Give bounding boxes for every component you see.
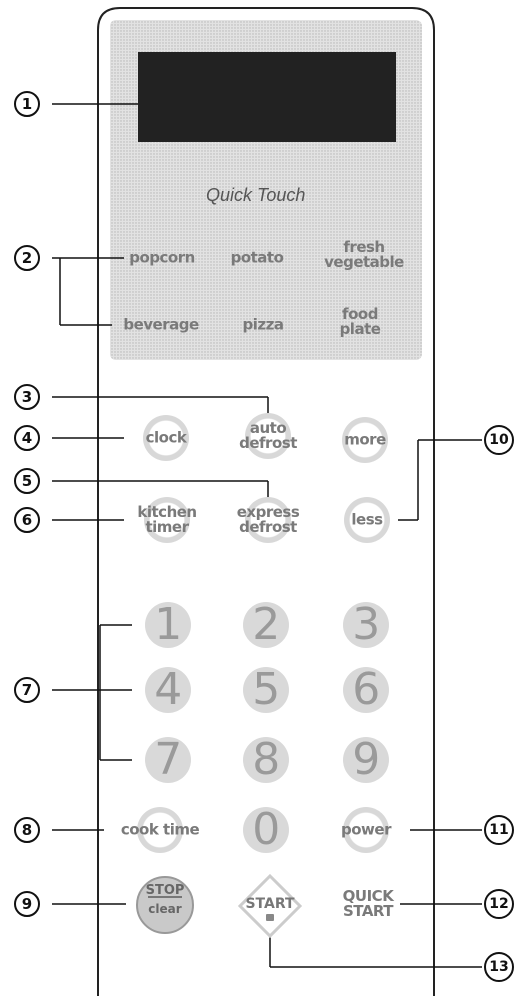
callout-7: 7 [14,677,40,703]
cook-time-button-bg [137,807,183,853]
less-button-bg [344,497,390,543]
stop-clear-divider [148,896,182,898]
callout-12: 12 [484,889,514,919]
key-7-bg [145,737,191,783]
clear-label: clear [148,902,182,916]
callout-8: 8 [14,817,40,843]
pizza-button[interactable]: pizza [242,315,284,334]
key-3-bg [343,602,389,648]
callout-2: 2 [14,245,40,271]
callout-5: 5 [14,468,40,494]
key-8-bg [243,737,289,783]
key-6[interactable]: 6 [352,664,380,715]
power-button-bg [343,807,389,853]
key-2[interactable]: 2 [252,599,280,650]
quick-start-button[interactable]: QUICK START [342,887,394,920]
key-9-bg [343,737,389,783]
clock-button-bg [143,415,189,461]
callout-1: 1 [14,91,40,117]
kitchen-timer-button[interactable]: kitchen timer [137,503,197,536]
key-0-bg [243,807,289,853]
cook-time-button[interactable]: cook time [120,820,200,839]
stop-label: STOP [145,883,185,898]
fresh-vegetable-button[interactable]: fresh vegetable [324,238,404,271]
key-8[interactable]: 8 [252,734,280,785]
key-1[interactable]: 1 [154,599,182,650]
panel-border [97,7,435,996]
key-5-bg [243,667,289,713]
kitchen-timer-button-bg [144,497,190,543]
callout-9: 9 [14,891,40,917]
callout-3: 3 [14,384,40,410]
key-6-bg [343,667,389,713]
clock-button[interactable]: clock [145,428,187,447]
key-0[interactable]: 0 [252,804,280,855]
auto-defrost-button[interactable]: auto defrost [239,419,297,452]
auto-defrost-button-bg [245,413,291,459]
popcorn-button[interactable]: popcorn [129,248,195,267]
potato-button[interactable]: potato [230,248,284,267]
less-button[interactable]: less [351,510,383,529]
callout-13: 13 [484,952,514,982]
callout-6: 6 [14,507,40,533]
more-button[interactable]: more [344,430,386,449]
key-3[interactable]: 3 [352,599,380,650]
more-button-bg [342,417,388,463]
key-4[interactable]: 4 [154,664,182,715]
key-5[interactable]: 5 [252,664,280,715]
express-defrost-button[interactable]: express defrost [236,503,300,536]
display-window [138,52,396,142]
start-button-shape [238,874,302,938]
power-button[interactable]: power [341,820,391,839]
key-1-bg [145,602,191,648]
stop-clear-button[interactable]: STOP clear [136,876,194,934]
callout-11: 11 [484,815,514,845]
start-button[interactable]: START [238,874,302,938]
quick-touch-heading: Quick Touch [206,185,306,205]
key-4-bg [145,667,191,713]
callout-4: 4 [14,425,40,451]
food-plate-button[interactable]: food plate [339,305,381,338]
express-defrost-button-bg [245,497,291,543]
lock-icon [266,914,274,921]
callout-10: 10 [484,425,514,455]
key-9[interactable]: 9 [352,734,380,785]
beverage-button[interactable]: beverage [123,315,199,334]
start-label: START [245,896,295,912]
key-2-bg [243,602,289,648]
key-7[interactable]: 7 [154,734,182,785]
